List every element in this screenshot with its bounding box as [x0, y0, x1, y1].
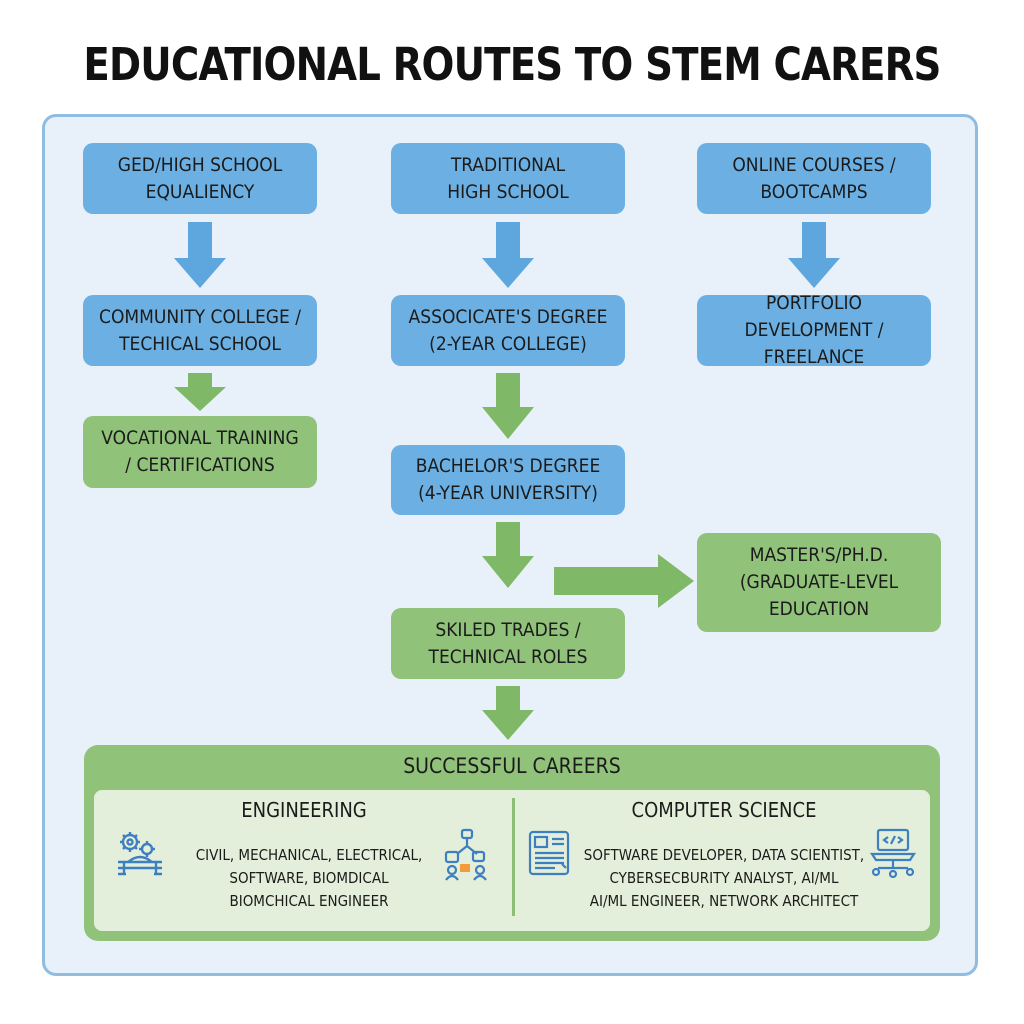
node-masters-phd: MASTER'S/PH.D. (GRADUATE-LEVEL EDUCATION	[697, 533, 941, 632]
successful-careers-box: SUCCESSFUL CAREERS ENGINEERING CIVIL, ME…	[84, 745, 940, 941]
node-associate-degree: ASSOCICATE'S DEGREE (2-YEAR COLLEGE)	[391, 295, 625, 366]
arrow-associate-to-bachelor	[482, 373, 534, 439]
arrow-community-to-vocational	[174, 373, 226, 411]
node-ged: GED/HIGH SCHOOL EQUALIENCY	[83, 143, 317, 214]
data-dashboard-icon	[528, 830, 570, 876]
arrow-bachelor-to-trades	[482, 522, 534, 588]
node-vocational-training: VOCATIONAL TRAINING / CERTIFICATIONS	[83, 416, 317, 488]
computer-science-title: COMPUTER SCIENCE	[631, 798, 817, 822]
computer-science-careers-text: SOFTWARE DEVELOPER, DATA SCIENTIST, CYBE…	[583, 846, 865, 910]
arrow-trades-to-careers	[482, 686, 534, 740]
laptop-code-icon	[869, 828, 917, 879]
arrow-online-to-portfolio	[788, 222, 840, 288]
gears-bridge-icon	[118, 832, 162, 876]
arrow-bachelor-to-masters	[554, 554, 694, 608]
node-skilled-trades: SKILED TRADES / TECHNICAL ROLES	[391, 608, 625, 679]
node-community-college: COMMUNITY COLLEGE / TECHICAL SCHOOL	[83, 295, 317, 366]
careers-title: SUCCESSFUL CAREERS	[403, 754, 621, 778]
robot-arm-icon	[444, 828, 487, 881]
page-title: EDUCATIONAL ROUTES TO STEM CARERS	[83, 38, 941, 91]
node-portfolio: PORTFOLIO DEVELOPMENT / FREELANCE	[697, 292, 931, 368]
careers-inner-panel: ENGINEERING CIVIL, MECHANICAL, ELECTRICA…	[94, 790, 930, 931]
node-online-courses: ONLINE COURSES / BOOTCAMPS	[697, 143, 931, 214]
arrow-ged-to-community	[174, 222, 226, 288]
engineering-title: ENGINEERING	[241, 798, 367, 822]
arrow-traditional-to-associate	[482, 222, 534, 288]
node-bachelor-degree: BACHELOR'S DEGREE (4-YEAR UNIVERSITY)	[391, 445, 625, 515]
careers-divider	[512, 798, 515, 916]
node-traditional-high-school: TRADITIONAL HIGH SCHOOL	[391, 143, 625, 214]
engineering-careers-text: CIVIL, MECHANICAL, ELECTRICAL, SOFTWARE,…	[195, 846, 423, 910]
